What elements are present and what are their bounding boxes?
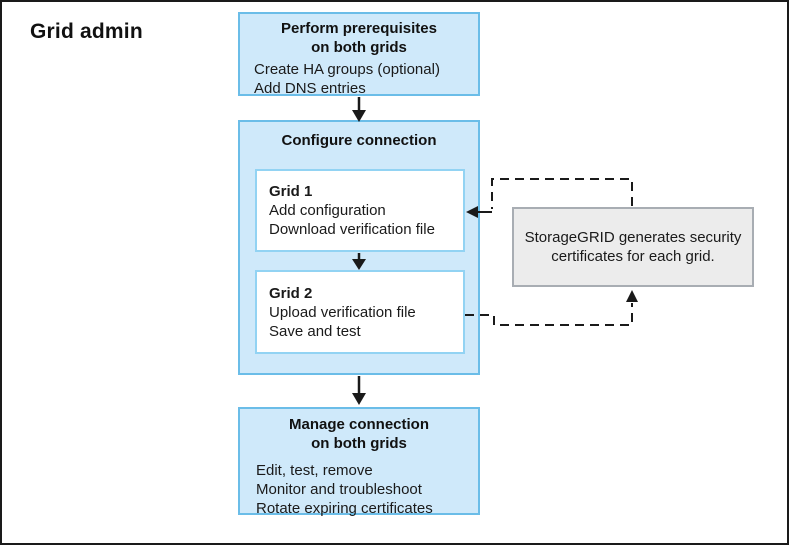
manage-item: Edit, test, remove <box>256 462 373 479</box>
grid1-item: Download verification file <box>269 221 435 238</box>
manage-title-line1: Manage connection <box>288 416 430 433</box>
grid2-substep-box: Grid 2 Upload verification file Save and… <box>255 270 465 354</box>
manage-title-line2: on both grids <box>311 435 407 452</box>
grid2-item: Save and test <box>269 323 361 340</box>
prerequisites-title-line1: Perform prerequisites <box>281 20 437 37</box>
manage-connection-step-box: Manage connection on both grids Edit, te… <box>238 407 480 518</box>
storagegrid-callout-box: StorageGRID generates security certifica… <box>512 207 754 287</box>
prerequisites-title-line2: on both grids <box>311 39 407 56</box>
storagegrid-callout-text: StorageGRID generates security certifica… <box>524 229 742 265</box>
manage-items: Edit, test, remove Monitor and troublesh… <box>240 461 478 518</box>
manage-item: Rotate expiring certificates <box>256 500 433 517</box>
diagram-title: Grid admin <box>30 20 143 43</box>
prerequisites-title: Perform prerequisites on both grids <box>240 19 478 57</box>
dashed-connector-grid2-to-callout <box>465 290 638 326</box>
prerequisites-item: Create HA groups (optional) <box>254 61 440 78</box>
flow-arrow-configure-to-manage <box>352 376 366 405</box>
configure-connection-title: Configure connection <box>281 132 437 149</box>
prerequisites-items: Create HA groups (optional) Add DNS entr… <box>240 60 478 98</box>
manage-title: Manage connection on both grids <box>240 415 478 453</box>
prerequisites-item: Add DNS entries <box>254 80 366 97</box>
grid1-substep-box: Grid 1 Add configuration Download verifi… <box>255 169 465 252</box>
grid1-title: Grid 1 <box>269 183 313 200</box>
grid2-title: Grid 2 <box>269 285 313 302</box>
grid2-item: Upload verification file <box>269 304 416 321</box>
manage-item: Monitor and troubleshoot <box>256 481 422 498</box>
grid1-item: Add configuration <box>269 202 386 219</box>
prerequisites-step-box: Perform prerequisites on both grids Crea… <box>238 12 480 98</box>
flow-arrow-prereq-to-configure <box>352 97 366 122</box>
